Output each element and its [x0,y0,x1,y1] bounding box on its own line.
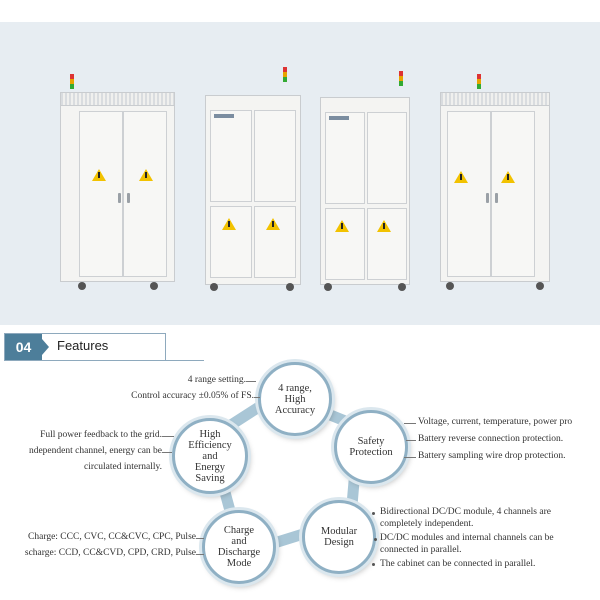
leader-line [196,554,204,555]
signal-lamp-icon [477,74,481,89]
note-efficiency-3: circulated internally. [84,462,162,472]
section-number: 04 [5,334,42,360]
section-title: Features [57,338,109,353]
leader-line [196,538,204,539]
caster-wheel-icon [398,283,406,291]
note-efficiency-2: ndependent channel, energy can be [28,446,162,456]
warning-triangle-icon [454,171,468,183]
note-safety-3: Battery sampling wire drop protection. [418,451,566,461]
warning-triangle-icon [222,218,236,230]
leader-line [404,457,416,458]
warning-triangle-icon [266,218,280,230]
caster-wheel-icon [150,282,158,290]
signal-lamp-icon [399,71,403,86]
note-modular-1: Bidirectional DC/DC module, 4 channels a… [380,507,551,517]
leader-line [162,436,174,437]
warning-triangle-icon [335,220,349,232]
note-modular-4: connected in parallel. [380,545,462,555]
note-modular-5: The cabinet can be connected in parallel… [380,559,536,569]
note-charge-2: scharge: CCD, CC&CVD, CPD, CRD, Pulse [24,548,196,558]
bullet-dot [374,538,377,541]
note-safety-2: Battery reverse connection protection. [418,434,564,444]
warning-triangle-icon [501,171,515,183]
warning-triangle-icon [92,169,106,181]
signal-lamp-icon [70,74,74,89]
note-accuracy-1: 4 range setting. [187,375,246,385]
note-modular-3: DC/DC modules and internal channels can … [380,533,554,543]
leader-line [254,397,260,398]
divider [4,360,204,361]
bullet-dot [372,512,375,515]
caster-wheel-icon [286,283,294,291]
section-header: 04 Features [4,333,166,361]
cabinet-3 [318,67,418,292]
leader-line [162,452,172,453]
cabinet-1 [60,74,182,290]
caster-wheel-icon [446,282,454,290]
chevron-right-icon [42,339,49,355]
caster-wheel-icon [210,283,218,291]
leader-line [406,440,416,441]
leader-line [404,423,416,424]
note-safety-1: Voltage, current, temperature, power pro [418,417,573,427]
cabinet-2 [190,67,305,292]
note-charge-1: Charge: CCC, CVC, CC&CVC, CPC, Pulse [28,532,196,542]
leader-line [246,381,256,382]
caster-wheel-icon [536,282,544,290]
note-modular-2: completely independent. [380,519,474,529]
cabinet-4 [438,74,553,290]
signal-lamp-icon [283,67,287,82]
note-efficiency-1: Full power feedback to the grid. [40,430,162,440]
caster-wheel-icon [78,282,86,290]
note-accuracy-2: Control accuracy ±0.05% of FS. [131,391,254,401]
caster-wheel-icon [324,283,332,291]
bullet-dot [372,563,375,566]
product-hero-image [0,22,600,325]
warning-triangle-icon [139,169,153,181]
warning-triangle-icon [377,220,391,232]
